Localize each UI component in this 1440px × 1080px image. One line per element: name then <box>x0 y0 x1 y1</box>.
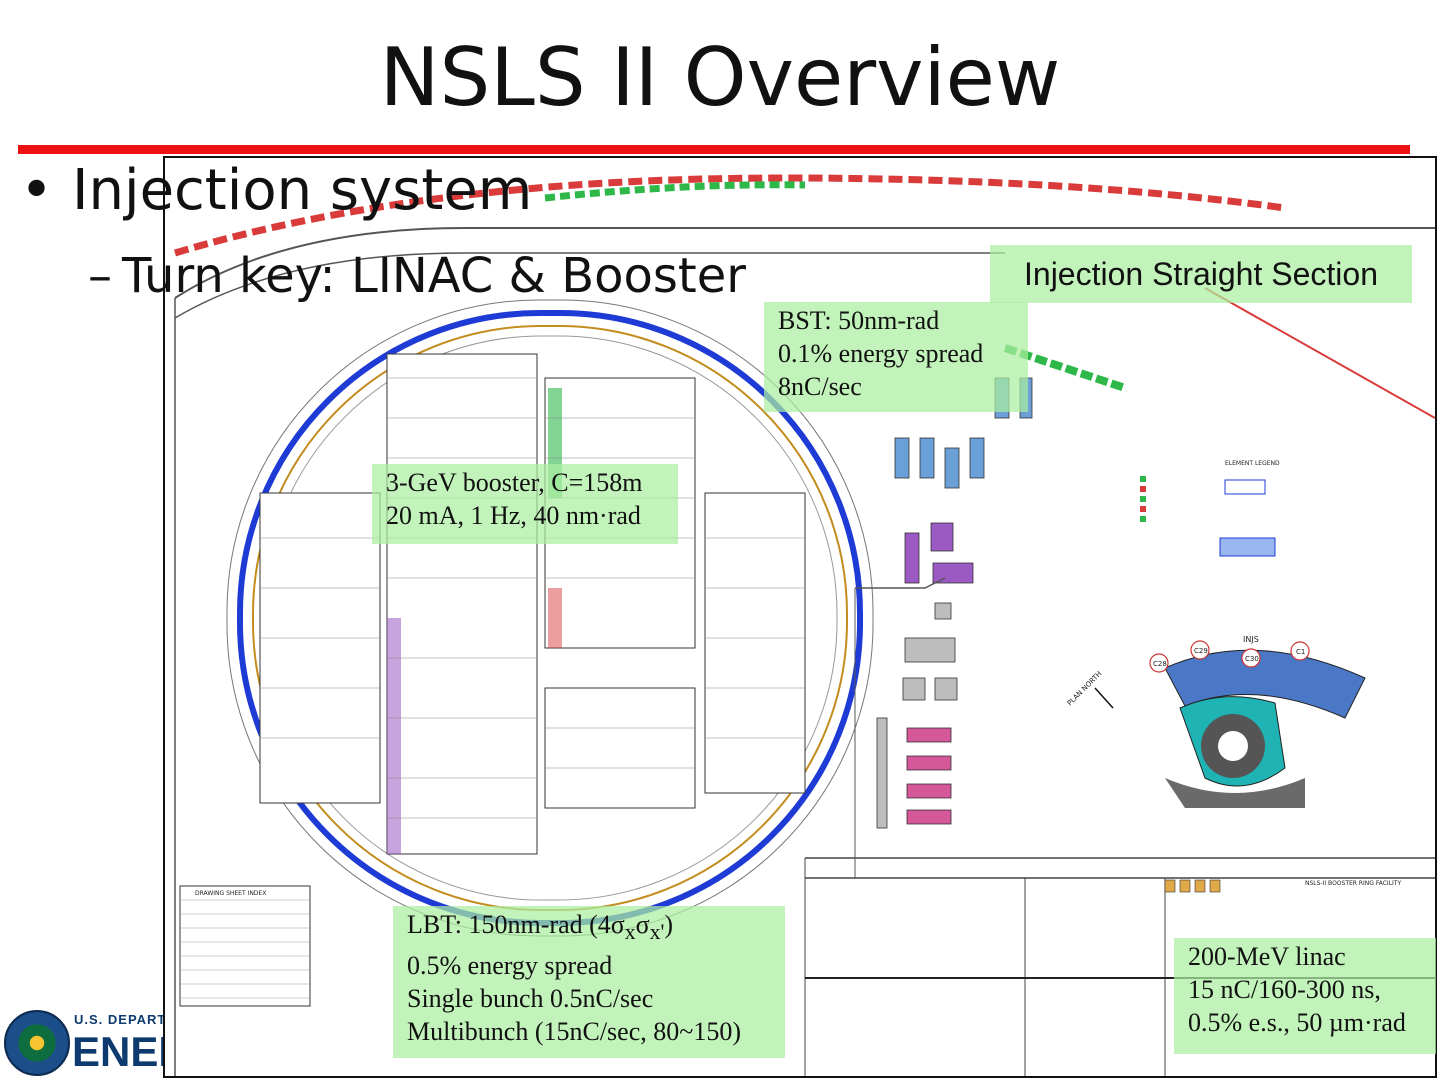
storage-ring-segment <box>1164 649 1366 719</box>
sub-bullet-turn-key: –Turn key: LINAC & Booster <box>88 244 746 308</box>
element-table-4 <box>259 492 381 804</box>
slide-title: NSLS II Overview <box>379 31 1061 124</box>
marker-c29: C29 <box>1194 647 1208 655</box>
booster-current: 20 mA, 1 Hz, 40 nm·rad <box>386 501 641 530</box>
bullet-injection-system: • Injection system <box>20 155 532 227</box>
bst-energy-spread: 0.1% energy spread <box>778 339 984 368</box>
lbt-callout: LBT: 150nm-rad (4σxσx') 0.5% energy spre… <box>393 906 785 1058</box>
bst-emittance: BST: 50nm-rad <box>778 306 940 335</box>
marker-c30: C30 <box>1245 655 1259 663</box>
linac-energy: 200-MeV linac <box>1188 942 1346 971</box>
storage-ring-arc <box>173 174 1286 257</box>
lbt-close-paren: ) <box>664 910 674 939</box>
lbt-sigma: σ <box>635 910 650 939</box>
marker-c28: C28 <box>1153 660 1167 668</box>
lbt-energy-spread: 0.5% energy spread <box>407 951 613 981</box>
facility-title: NSLS-II BOOSTER RING FACILITY <box>1305 880 1401 887</box>
doe-logo: U.S. DEPARTMENT OF ENERGY <box>0 1004 163 1080</box>
lbt-emittance-text: LBT: 150nm-rad (4σ <box>407 910 625 939</box>
lbt-single-bunch: Single bunch 0.5nC/sec <box>407 984 654 1014</box>
injection-straight-callout: Injection Straight Section <box>990 245 1412 303</box>
sheet-index-title: DRAWING SHEET INDEX <box>195 890 266 897</box>
lbt-emittance: LBT: 150nm-rad (4σxσx') <box>407 908 771 949</box>
magnet-block <box>904 532 920 584</box>
element-table-1 <box>386 353 538 855</box>
sub-bullet-marker: – <box>88 248 112 304</box>
bst-charge-rate: 8nC/sec <box>778 372 862 401</box>
linac-callout: 200-MeV linac 15 nC/160-300 ns, 0.5% e.s… <box>1174 938 1436 1054</box>
title-underline <box>18 145 1410 154</box>
plan-north-label: PLAN NORTH <box>1066 670 1104 708</box>
linac-charge: 15 nC/160-300 ns, <box>1188 975 1381 1004</box>
marker-c1: C1 <box>1296 648 1305 656</box>
bullet-text: Injection system <box>72 158 533 223</box>
linac-emittance: 0.5% e.s., 50 µm·rad <box>1188 1008 1406 1037</box>
booster-energy: 3-GeV booster, C=158m <box>386 468 643 497</box>
injs-label: INJS <box>1243 635 1259 644</box>
doe-seal-icon <box>4 1010 70 1076</box>
bst-callout: BST: 50nm-rad 0.1% energy spread 8nC/sec <box>764 302 1028 412</box>
sub-bullet-text: Turn key: LINAC & Booster <box>122 248 746 304</box>
doe-department-text: U.S. DEPARTMENT OF <box>74 1012 163 1027</box>
drawing-sheet-index <box>179 885 311 1007</box>
element-table-5 <box>704 492 806 794</box>
lbt-multibunch: Multibunch (15nC/sec, 80~150) <box>407 1017 741 1047</box>
lbt-sub-xprime: x' <box>649 920 665 945</box>
element-legend-title: ELEMENT LEGEND <box>1225 460 1280 467</box>
element-table-3 <box>544 687 696 809</box>
booster-callout: 3-GeV booster, C=158m 20 mA, 1 Hz, 40 nm… <box>372 464 678 544</box>
building-wall-top <box>174 227 1435 299</box>
doe-energy-wordmark: ENERGY <box>72 1028 163 1075</box>
bullet-marker: • <box>20 158 54 223</box>
lbt-sub-x: x <box>624 920 636 945</box>
